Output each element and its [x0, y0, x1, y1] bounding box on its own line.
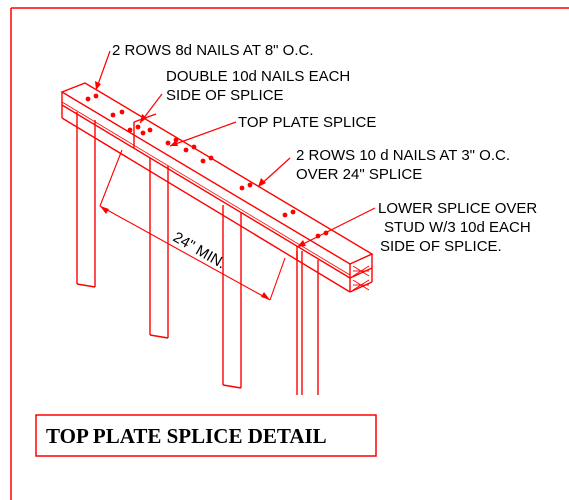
note-rows-10d-line1: 2 ROWS 10 d NAILS AT 3" O.C.	[296, 147, 510, 164]
note-lower-splice-line1: LOWER SPLICE OVER	[378, 200, 537, 217]
stud-4	[296, 251, 319, 395]
leader-top-splice	[169, 121, 237, 147]
leader-lower-splice	[296, 207, 376, 248]
note-lower-splice-line3: SIDE OF SPLICE.	[380, 238, 502, 255]
dimension-24-min	[99, 149, 286, 301]
nail-dots	[85, 93, 329, 239]
stud-2	[149, 158, 169, 339]
note-rows-8d: 2 ROWS 8d NAILS AT 8" O.C.	[112, 42, 314, 59]
title-block: TOP PLATE SPLICE DETAIL	[35, 414, 377, 457]
note-labels: 2 ROWS 8d NAILS AT 8" O.C. DOUBLE 10d NA…	[112, 42, 537, 272]
studs	[76, 112, 319, 395]
note-double-10d-line1: DOUBLE 10d NAILS EACH	[166, 68, 350, 85]
note-top-plate-splice: TOP PLATE SPLICE	[238, 114, 376, 131]
note-double-10d-line2: SIDE OF SPLICE	[166, 87, 284, 104]
stud-1	[76, 112, 96, 288]
dimension-label: 24" MIN.	[170, 229, 229, 273]
note-rows-10d-line2: OVER 24" SPLICE	[296, 166, 422, 183]
detail-title: TOP PLATE SPLICE DETAIL	[46, 424, 327, 448]
leader-lines	[95, 50, 376, 248]
sheet-border	[10, 7, 569, 500]
note-lower-splice-line2: STUD W/3 10d EACH	[384, 219, 531, 236]
stud-3	[222, 205, 242, 389]
end-grain	[352, 265, 370, 291]
